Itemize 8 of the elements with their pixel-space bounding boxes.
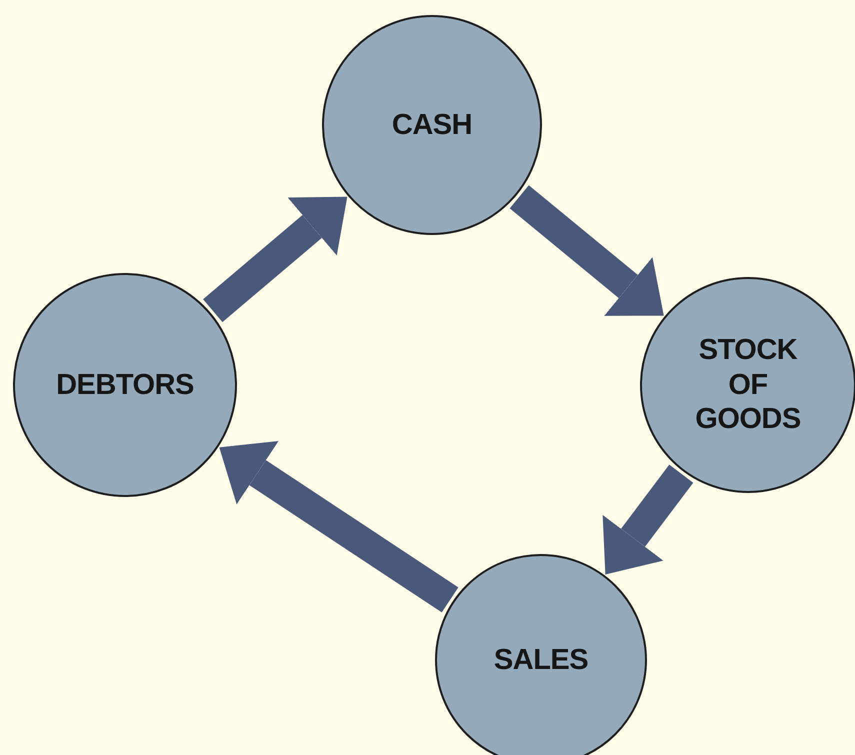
node-label: SALES bbox=[492, 642, 590, 678]
arrow bbox=[510, 185, 664, 316]
arrow bbox=[203, 196, 348, 322]
node-label: STOCK OF GOODS bbox=[694, 332, 802, 438]
node-label: DEBTORS bbox=[55, 368, 195, 402]
arrow bbox=[602, 464, 694, 574]
node-label: CASH bbox=[390, 108, 474, 142]
arrow bbox=[219, 440, 458, 612]
